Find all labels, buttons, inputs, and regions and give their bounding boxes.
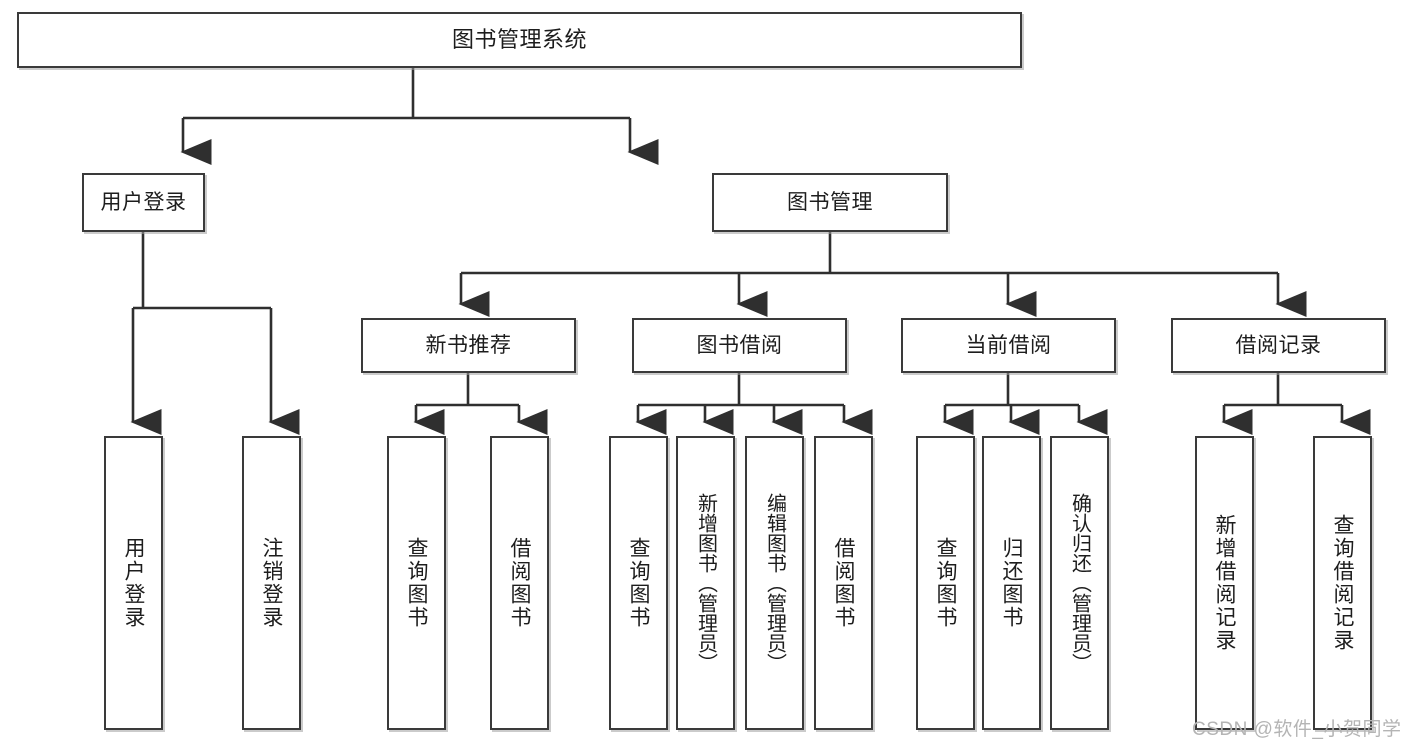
node-label: 新增借阅记录	[1213, 514, 1236, 652]
node-current-borrow[interactable]: 当前借阅	[901, 318, 1116, 373]
leaf-query-book-borrow[interactable]: 查询图书	[609, 436, 668, 730]
leaf-return-book[interactable]: 归还图书	[982, 436, 1041, 730]
node-label: 借阅图书	[508, 537, 531, 629]
node-root-system[interactable]: 图书管理系统	[17, 12, 1022, 68]
node-label: 新书推荐	[425, 333, 512, 357]
node-new-book-recommend[interactable]: 新书推荐	[361, 318, 576, 373]
csdn-watermark: CSDN @软件_小贺同学	[1192, 719, 1402, 740]
node-label: 借阅图书	[832, 537, 855, 629]
node-label: 图书管理系统	[451, 26, 587, 52]
node-label: 查询图书	[934, 537, 957, 629]
node-label: 用户登录	[122, 537, 145, 629]
leaf-query-borrow-record[interactable]: 查询借阅记录	[1313, 436, 1372, 730]
leaf-add-borrow-record[interactable]: 新增借阅记录	[1195, 436, 1254, 730]
node-label: 用户登录	[100, 190, 187, 214]
node-label: 当前借阅	[965, 333, 1052, 357]
node-label: 查询借阅记录	[1331, 514, 1354, 652]
node-book-borrow[interactable]: 图书借阅	[632, 318, 847, 373]
node-label: 借阅记录	[1235, 333, 1322, 357]
node-label: 查询图书	[627, 537, 650, 629]
node-label: 图书管理	[787, 190, 873, 214]
leaf-confirm-return-admin[interactable]: 确认归还（管理员）	[1050, 436, 1109, 730]
leaf-edit-book-admin[interactable]: 编辑图书（管理员）	[745, 436, 804, 730]
leaf-user-login[interactable]: 用户登录	[104, 436, 163, 730]
leaf-borrow-book[interactable]: 借阅图书	[814, 436, 873, 730]
node-label: 图书借阅	[696, 333, 783, 357]
node-label: 新增图书（管理员）	[694, 493, 717, 673]
node-book-management[interactable]: 图书管理	[712, 173, 948, 232]
leaf-query-book-current[interactable]: 查询图书	[916, 436, 975, 730]
node-label: 确认归还（管理员）	[1068, 493, 1091, 673]
node-label: 归还图书	[1000, 537, 1023, 629]
node-label: 查询图书	[405, 537, 428, 629]
leaf-borrow-book-recommend[interactable]: 借阅图书	[490, 436, 549, 730]
leaf-query-book-recommend[interactable]: 查询图书	[387, 436, 446, 730]
node-label: 编辑图书（管理员）	[763, 493, 786, 673]
node-label: 注销登录	[260, 537, 283, 629]
leaf-add-book-admin[interactable]: 新增图书（管理员）	[676, 436, 735, 730]
leaf-user-logout[interactable]: 注销登录	[242, 436, 301, 730]
node-borrow-record[interactable]: 借阅记录	[1171, 318, 1386, 373]
node-user-login[interactable]: 用户登录	[82, 173, 205, 232]
